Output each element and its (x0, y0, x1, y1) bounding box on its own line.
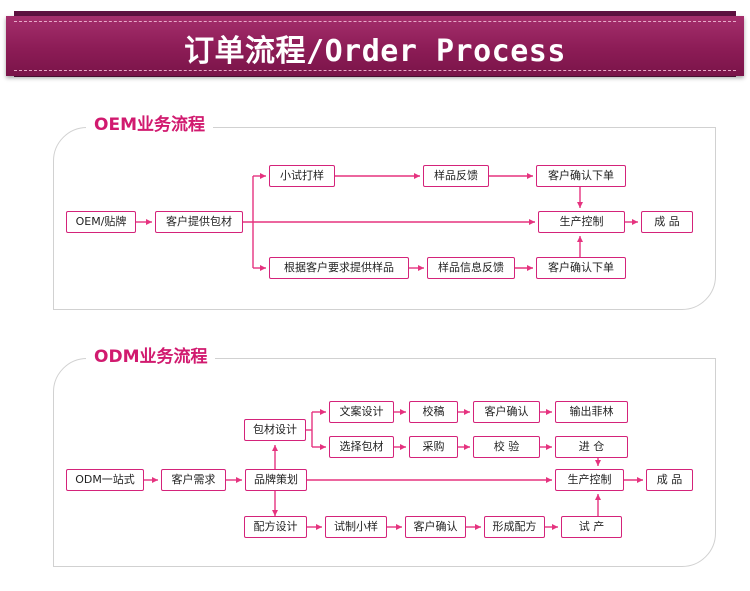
node-warehousing: 进 仓 (555, 436, 628, 458)
banner-stitch-top (14, 21, 736, 22)
node-packaging-design: 包材设计 (244, 419, 306, 441)
banner-stitch-bottom (14, 70, 736, 71)
node-customer-confirm-2: 客户确认 (405, 516, 466, 538)
node-confirm-order-1: 客户确认下单 (536, 165, 626, 187)
node-select-packaging: 选择包材 (329, 436, 394, 458)
node-custom-sample: 根据客户要求提供样品 (269, 257, 409, 279)
node-purchase: 采购 (409, 436, 458, 458)
node-odm-production-control: 生产控制 (555, 469, 624, 491)
node-trial-production: 试 产 (561, 516, 622, 538)
node-sample-feedback: 样品反馈 (423, 165, 489, 187)
node-copy-design: 文案设计 (329, 401, 394, 423)
page-title: 订单流程/Order Process (184, 34, 566, 69)
node-customer-packaging: 客户提供包材 (155, 211, 243, 233)
node-output-film: 输出菲林 (555, 401, 628, 423)
node-odm-finished: 成 品 (646, 469, 693, 491)
node-customer-confirm-1: 客户确认 (473, 401, 540, 423)
node-confirm-order-2: 客户确认下单 (536, 257, 626, 279)
node-customer-needs: 客户需求 (161, 469, 226, 491)
node-sample-info-feedback: 样品信息反馈 (427, 257, 515, 279)
node-inspection: 校 验 (473, 436, 540, 458)
node-brand-planning: 品牌策划 (245, 469, 307, 491)
node-odm-onestop: ODM一站式 (66, 469, 144, 491)
odm-section-title: ODM业务流程 (86, 345, 216, 369)
node-small-trial: 小试打样 (269, 165, 335, 187)
node-oem-tag: OEM/贴牌 (66, 211, 136, 233)
node-formula-design: 配方设计 (244, 516, 307, 538)
node-finished: 成 品 (641, 211, 693, 233)
node-trial-sample: 试制小样 (325, 516, 387, 538)
title-banner: 订单流程/Order Process (6, 16, 744, 76)
node-proofread: 校稿 (409, 401, 458, 423)
oem-section-title: OEM业务流程 (86, 113, 213, 137)
node-production-control: 生产控制 (538, 211, 625, 233)
node-final-formula: 形成配方 (484, 516, 545, 538)
